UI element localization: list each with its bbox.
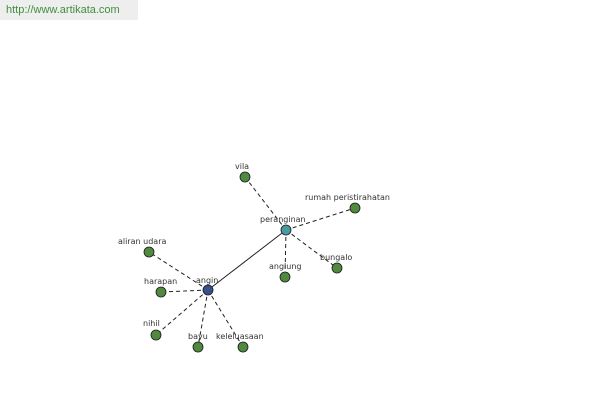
node-nihil[interactable] bbox=[150, 329, 162, 341]
node-rumah[interactable] bbox=[349, 202, 361, 214]
node-peranginan[interactable] bbox=[280, 224, 292, 236]
node-angin[interactable] bbox=[202, 284, 214, 296]
edge-angin-harapan bbox=[160, 289, 209, 293]
node-label-bungalo: bungalo bbox=[320, 253, 352, 262]
node-label-angin: angin bbox=[196, 276, 218, 285]
edge-angin-nihil bbox=[155, 289, 209, 336]
edge-peranginan-rumah bbox=[285, 207, 356, 231]
watermark-url: http://www.artikata.com bbox=[0, 0, 138, 20]
node-label-peranginan: peranginan bbox=[260, 215, 306, 224]
edge-angin-peranginan bbox=[207, 229, 287, 291]
node-keleluasaan[interactable] bbox=[237, 341, 249, 353]
node-vila[interactable] bbox=[239, 171, 251, 183]
node-bungalo[interactable] bbox=[331, 262, 343, 274]
node-label-anglung: anglung bbox=[269, 262, 302, 271]
node-label-nihil: nihil bbox=[143, 319, 160, 328]
labels-layer: angin peranginan vila rumah peristirahatan a… bbox=[118, 162, 390, 341]
node-anglung[interactable] bbox=[279, 271, 291, 283]
node-label-aliran: aliran udara bbox=[118, 237, 166, 246]
node-harapan[interactable] bbox=[155, 286, 167, 298]
node-label-harapan: harapan bbox=[144, 277, 177, 286]
nodes-layer bbox=[143, 171, 361, 353]
node-label-rumah: rumah peristirahatan bbox=[305, 193, 390, 202]
edge-angin-aliran bbox=[148, 251, 209, 291]
node-bayu[interactable] bbox=[192, 341, 204, 353]
node-label-vila: vila bbox=[235, 162, 249, 171]
edge-peranginan-bungalo bbox=[285, 229, 338, 269]
node-aliran[interactable] bbox=[143, 246, 155, 258]
node-label-bayu: bayu bbox=[188, 332, 208, 341]
edge-peranginan-anglung bbox=[284, 229, 287, 278]
node-label-keleluasaan: keleluasaan bbox=[216, 332, 264, 341]
edges-layer bbox=[148, 176, 356, 348]
edge-angin-bayu bbox=[197, 289, 209, 348]
